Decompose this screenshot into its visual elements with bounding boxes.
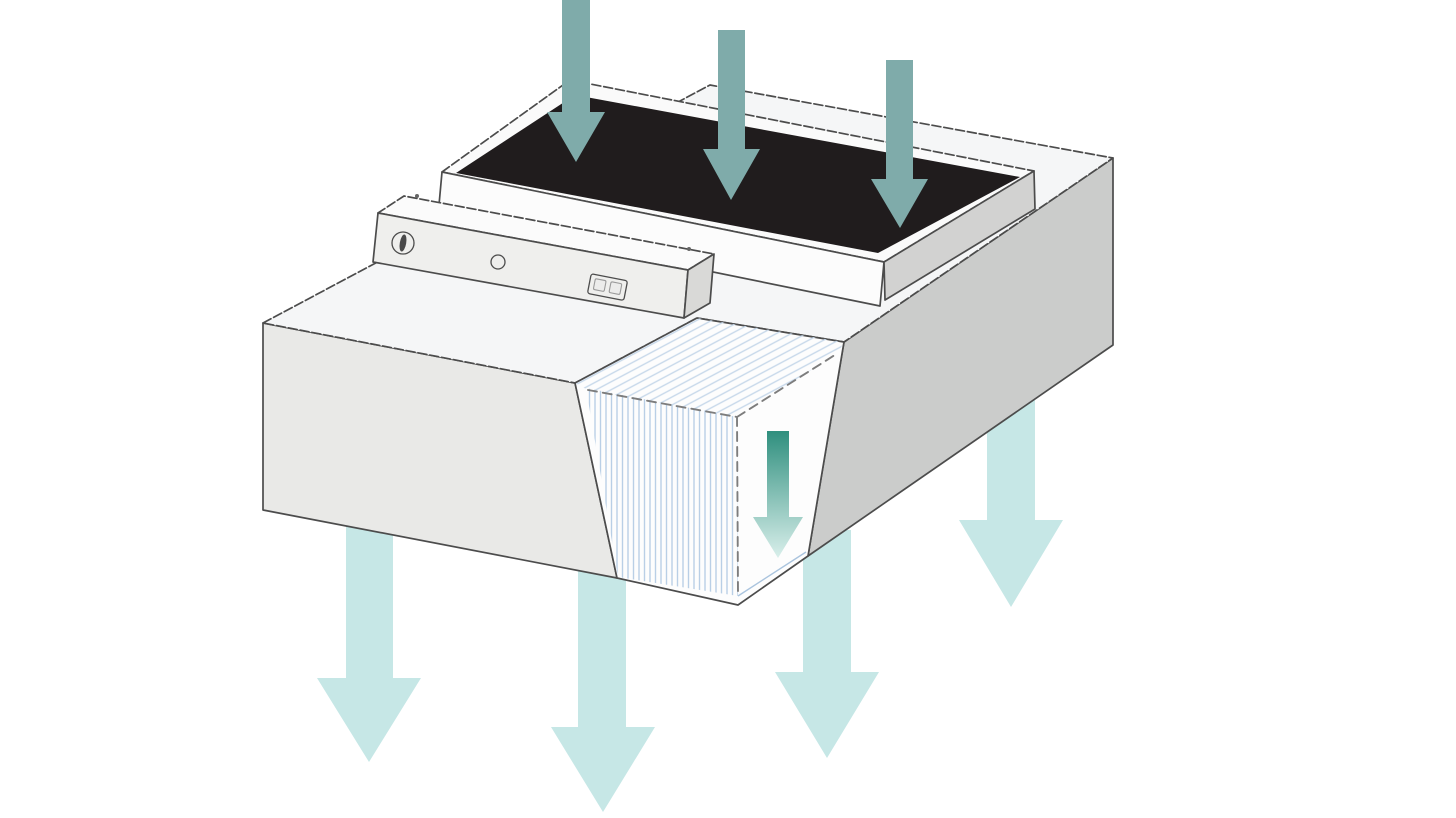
filter-block-floor-edge: [737, 551, 807, 597]
exhaust-arrow-icon: [317, 520, 421, 762]
filter-block-pleats: [586, 388, 738, 596]
exhaust-arrow-icon: [775, 530, 879, 758]
intake-arrow-icon: [871, 60, 928, 228]
cutaway-opening: [574, 317, 845, 606]
screw-dot-icon: [687, 247, 691, 251]
control-panel-right: [683, 253, 715, 319]
internal-airflow-arrow-icon: [753, 431, 803, 558]
intake-arrow-icon: [703, 30, 760, 200]
indicator-light-icon: [490, 254, 506, 270]
intake-arrows: [547, 0, 928, 228]
tray-front-wall: [437, 171, 885, 307]
exhaust-arrows: [317, 395, 1063, 812]
tray-right-wall: [883, 170, 1036, 301]
filter-block-hidden-edges: [587, 352, 839, 595]
power-outlet-icon[interactable]: [587, 273, 628, 301]
rotary-knob-icon[interactable]: [391, 231, 415, 255]
exhaust-arrow-icon: [959, 395, 1063, 607]
control-panel: [372, 194, 715, 319]
exhaust-arrow-icon: [551, 555, 655, 812]
screw-dot-icon: [415, 194, 419, 198]
intake-arrow-icon: [547, 0, 605, 162]
filter-block-top-hatch: [575, 318, 844, 417]
